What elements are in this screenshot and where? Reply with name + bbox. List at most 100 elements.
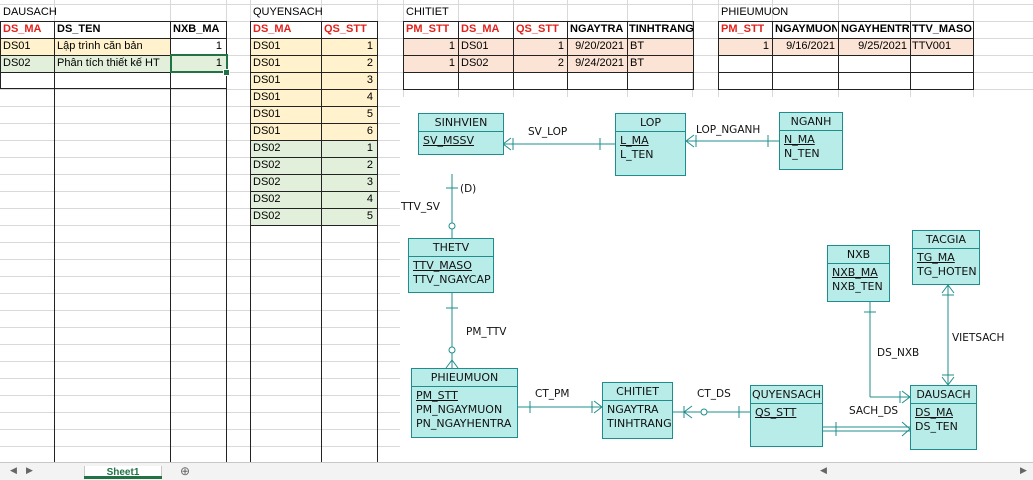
quyensach-cell[interactable]: 4 bbox=[366, 91, 373, 103]
quyensach-cell[interactable]: DS02 bbox=[253, 159, 281, 171]
entity-attr: L_TEN bbox=[620, 148, 654, 161]
relation-label-vietsach: VIETSACH bbox=[952, 332, 1005, 344]
entity-attr: SV_MSSV bbox=[423, 134, 474, 147]
quyensach-cell[interactable]: 2 bbox=[366, 159, 373, 171]
dausach-cell[interactable]: 1 bbox=[215, 40, 222, 52]
quyensach-cell[interactable]: DS02 bbox=[253, 142, 281, 154]
quyensach-cell[interactable]: 5 bbox=[366, 108, 373, 120]
quyensach-cell[interactable]: 6 bbox=[366, 125, 373, 137]
dausach-cell[interactable]: DS01 bbox=[3, 40, 31, 52]
dausach-cell[interactable]: DS02 bbox=[3, 57, 31, 69]
relation-label-ct-pm: CT_PM bbox=[535, 388, 570, 400]
phieumuon-cell[interactable]: 9/16/2021 bbox=[786, 40, 835, 52]
phieumuon-title: PHIEUMUON bbox=[721, 6, 789, 18]
entity-sinhvien[interactable]: SINHVIEN SV_MSSV bbox=[418, 113, 504, 155]
add-sheet-icon[interactable]: ⊕ bbox=[180, 464, 191, 478]
entity-title: NGANH bbox=[780, 113, 842, 131]
chitiet-header-ds-ma: DS_MA bbox=[461, 23, 500, 35]
entity-title: PHIEUMUON bbox=[412, 369, 517, 387]
entity-attr: TINHTRANG bbox=[607, 417, 672, 430]
dausach-cell[interactable]: Phân tích thiết kế HT bbox=[57, 57, 160, 69]
quyensach-cell[interactable]: DS02 bbox=[253, 193, 281, 205]
chitiet-header-tinhtrang: TINHTRANG bbox=[629, 23, 694, 35]
er-connectors bbox=[445, 134, 955, 437]
chitiet-cell[interactable]: 2 bbox=[557, 57, 564, 69]
chitiet-cell[interactable]: BT bbox=[630, 40, 645, 52]
quyensach-cell[interactable]: DS01 bbox=[253, 125, 281, 137]
quyensach-cell[interactable]: DS01 bbox=[253, 91, 281, 103]
quyensach-cell[interactable]: DS01 bbox=[253, 40, 281, 52]
chitiet-header-pm-stt: PM_STT bbox=[406, 23, 450, 35]
entity-title: THETV bbox=[409, 239, 493, 257]
phieumuon-cell[interactable]: 9/25/2021 bbox=[858, 40, 907, 52]
entity-attr: TG_HOTEN bbox=[917, 265, 977, 278]
fill-handle[interactable] bbox=[223, 69, 230, 76]
entity-quyensach[interactable]: QUYENSACH QS_STT bbox=[750, 385, 823, 447]
phieumuon-cell[interactable]: 1 bbox=[762, 40, 769, 52]
sheet-tab[interactable]: Sheet1 bbox=[84, 466, 162, 479]
phieumuon-row-fill bbox=[718, 38, 973, 55]
entity-attr: PN_NGAYHENTRA bbox=[416, 417, 512, 430]
entity-attr: L_MA bbox=[620, 134, 649, 147]
phieumuon-cell[interactable]: TTV001 bbox=[912, 40, 952, 52]
tab-scroll-left-icon[interactable]: ◀ bbox=[10, 465, 17, 475]
active-cell-selection[interactable] bbox=[170, 54, 228, 73]
quyensach-cell[interactable]: 3 bbox=[366, 176, 373, 188]
chitiet-cell[interactable]: DS02 bbox=[461, 57, 489, 69]
quyensach-cell[interactable]: 4 bbox=[366, 193, 373, 205]
entity-title: NXB bbox=[828, 246, 889, 264]
chitiet-cell[interactable]: 9/20/2021 bbox=[575, 40, 624, 52]
tab-scroll-right-icon[interactable]: ▶ bbox=[26, 465, 33, 475]
phieumuon-header-pm-stt: PM_STT bbox=[721, 23, 765, 35]
quyensach-cell[interactable]: DS01 bbox=[253, 108, 281, 120]
quyensach-cell[interactable]: DS02 bbox=[253, 176, 281, 188]
quyensach-cell[interactable]: 1 bbox=[366, 40, 373, 52]
entity-attr: N_TEN bbox=[784, 147, 820, 160]
phieumuon-header-ngayhentra: NGAYHENTRA bbox=[841, 23, 909, 35]
entity-title: SINHVIEN bbox=[419, 114, 503, 132]
dausach-cell-selected[interactable]: 1 bbox=[215, 57, 222, 69]
chitiet-cell[interactable]: BT bbox=[630, 57, 645, 69]
sheet-tab-label: Sheet1 bbox=[106, 467, 140, 478]
quyensach-cell[interactable]: 1 bbox=[366, 142, 373, 154]
chitiet-header-ngaytra: NGAYTRA bbox=[570, 23, 624, 35]
quyensach-cell[interactable]: DS01 bbox=[253, 74, 281, 86]
relation-label-dependent: (D) bbox=[460, 183, 477, 195]
dausach-header-nxb-ma: NXB_MA bbox=[173, 23, 220, 35]
quyensach-cell[interactable]: 5 bbox=[366, 210, 373, 222]
chitiet-header-qs-stt: QS_STT bbox=[516, 23, 559, 35]
dausach-title: DAUSACH bbox=[3, 6, 57, 18]
chitiet-cell[interactable]: DS01 bbox=[461, 40, 489, 52]
chitiet-cell[interactable]: 9/24/2021 bbox=[575, 57, 624, 69]
quyensach-cell[interactable]: DS02 bbox=[253, 210, 281, 222]
relation-label-sach-ds: SACH_DS bbox=[849, 405, 899, 417]
entity-attr: N_MA bbox=[784, 133, 815, 146]
dausach-cell[interactable]: Lập trình căn bản bbox=[57, 40, 143, 52]
quyensach-cell[interactable]: DS01 bbox=[253, 57, 281, 69]
quyensach-cell[interactable]: 2 bbox=[366, 57, 373, 69]
entity-title: TACGIA bbox=[913, 231, 979, 249]
phieumuon-header-ngaymuon: NGAYMUON bbox=[775, 23, 837, 35]
hscroll-right-icon[interactable]: ▶ bbox=[1020, 465, 1027, 475]
chitiet-cell[interactable]: 1 bbox=[557, 40, 564, 52]
sheet-tab-bar bbox=[0, 462, 1033, 480]
quyensach-header-qs-stt: QS_STT bbox=[324, 23, 367, 35]
entity-attr: PM_NGAYMUON bbox=[416, 403, 503, 416]
quyensach-cell[interactable]: 3 bbox=[366, 74, 373, 86]
chitiet-cell[interactable]: 1 bbox=[448, 40, 455, 52]
relation-label-ds-nxb: DS_NXB bbox=[877, 347, 920, 359]
entity-attr: TTV_NGAYCAP bbox=[413, 273, 491, 286]
hscroll-left-icon[interactable]: ◀ bbox=[820, 465, 827, 475]
chitiet-cell[interactable]: 1 bbox=[448, 57, 455, 69]
dausach-header-ds-ten: DS_TEN bbox=[57, 23, 101, 35]
active-tab-indicator bbox=[84, 476, 162, 479]
